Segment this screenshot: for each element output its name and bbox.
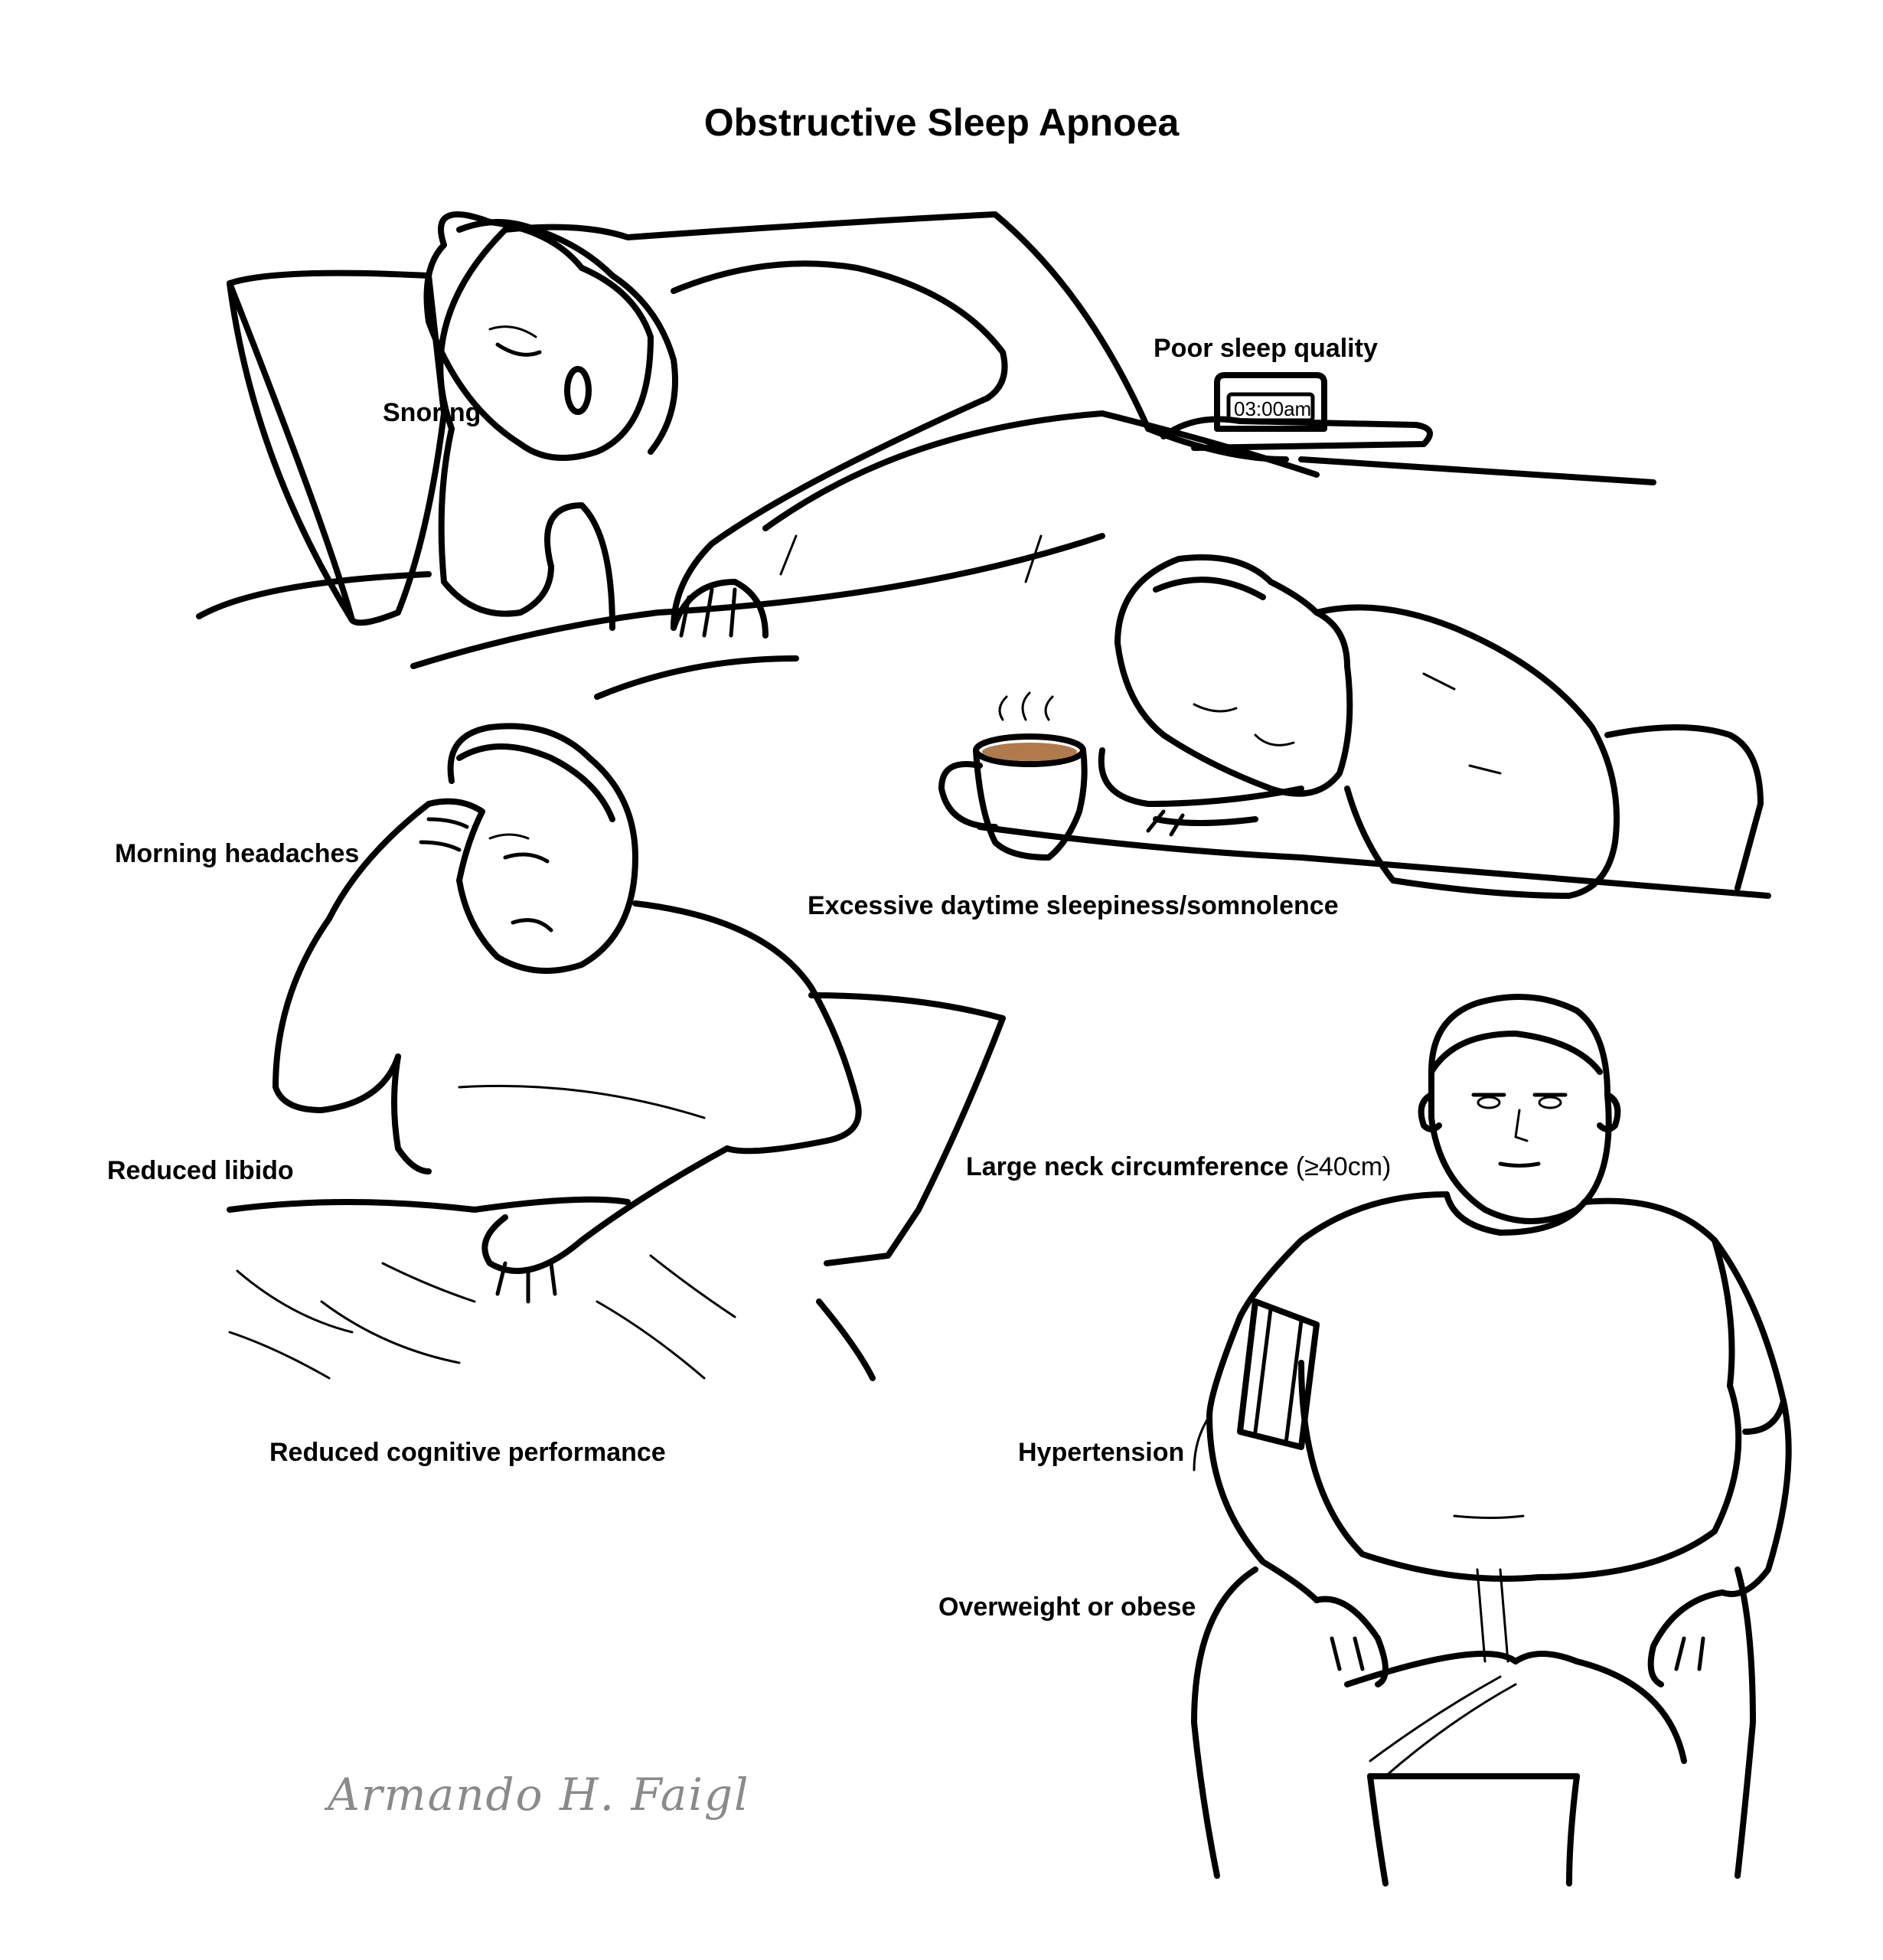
- diagram-title: Obstructive Sleep Apnoea: [703, 101, 1180, 144]
- artist-signature: Armando H. Faigl: [328, 1769, 750, 1821]
- label-snoring: Snoring: [383, 398, 481, 427]
- label-reduced-cognitive: Reduced cognitive performance: [269, 1438, 666, 1467]
- sleepy-man-figure: [977, 554, 1771, 899]
- label-neck-circumference: Large neck circumference (≥40cm): [966, 1154, 1391, 1180]
- coffee-cup-icon: [938, 691, 1088, 861]
- label-neck-circumference-text: Large neck circumference: [966, 1152, 1289, 1181]
- label-reduced-libido: Reduced libido: [107, 1156, 294, 1185]
- clock-time-text: 03:00am: [1234, 397, 1311, 420]
- headache-man-figure: [227, 723, 1006, 1381]
- obese-man-figure: [1191, 994, 1792, 1886]
- label-overweight: Overweight or obese: [938, 1592, 1196, 1622]
- alarm-clock-icon: 03:00am: [1160, 372, 1656, 485]
- label-hypertension: Hypertension: [1018, 1438, 1185, 1467]
- label-morning-headaches: Morning headaches: [115, 839, 360, 868]
- label-daytime-sleepiness: Excessive daytime sleepiness/somnolence: [808, 891, 1339, 920]
- label-neck-threshold: (≥40cm): [1295, 1152, 1392, 1181]
- snoring-man-figure: [196, 211, 1320, 700]
- label-poor-sleep-quality: Poor sleep quality: [1154, 334, 1378, 363]
